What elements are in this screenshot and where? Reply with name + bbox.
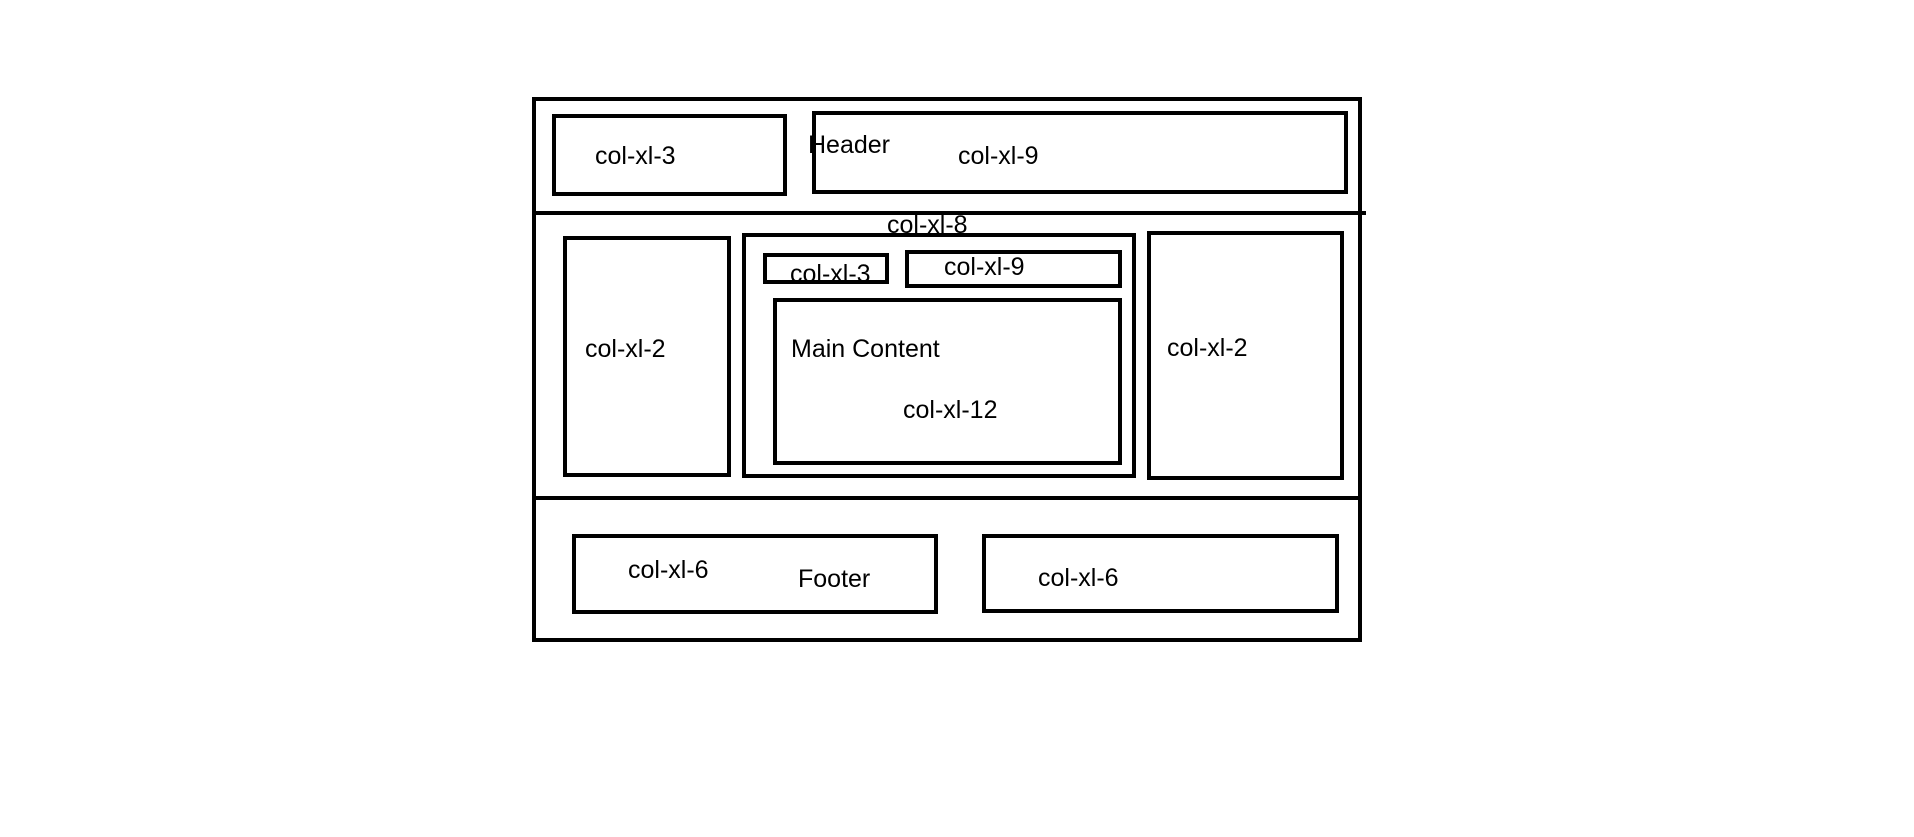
page-frame — [532, 97, 1362, 642]
center-top-right-column — [905, 250, 1122, 288]
center-top-right-column-label: col-xl-9 — [944, 253, 1025, 281]
center-top-left-column-label: col-xl-3 — [790, 260, 871, 288]
center-column — [742, 233, 1136, 478]
header-right-column-label: col-xl-9 — [958, 142, 1039, 170]
left-sidebar-column — [563, 236, 731, 477]
footer-divider — [532, 496, 1362, 500]
left-sidebar-column-label: col-xl-2 — [585, 335, 666, 363]
header-title: Header — [808, 131, 890, 159]
footer-right-column — [982, 534, 1339, 613]
footer-right-column-label: col-xl-6 — [1038, 564, 1119, 592]
footer-title: Footer — [798, 565, 871, 593]
footer-left-column — [572, 534, 938, 614]
footer-left-column-label: col-xl-6 — [628, 556, 709, 584]
main-content-column-label: col-xl-12 — [903, 396, 998, 424]
header-left-column — [552, 114, 787, 196]
right-sidebar-column-label: col-xl-2 — [1167, 334, 1248, 362]
header-left-column-label: col-xl-3 — [595, 142, 676, 170]
main-content-box — [773, 298, 1122, 465]
right-sidebar-column — [1147, 231, 1344, 480]
header-right-column — [812, 111, 1348, 194]
header-divider — [532, 211, 1366, 215]
main-content-title: Main Content — [791, 335, 940, 363]
center-top-left-column — [763, 253, 889, 284]
